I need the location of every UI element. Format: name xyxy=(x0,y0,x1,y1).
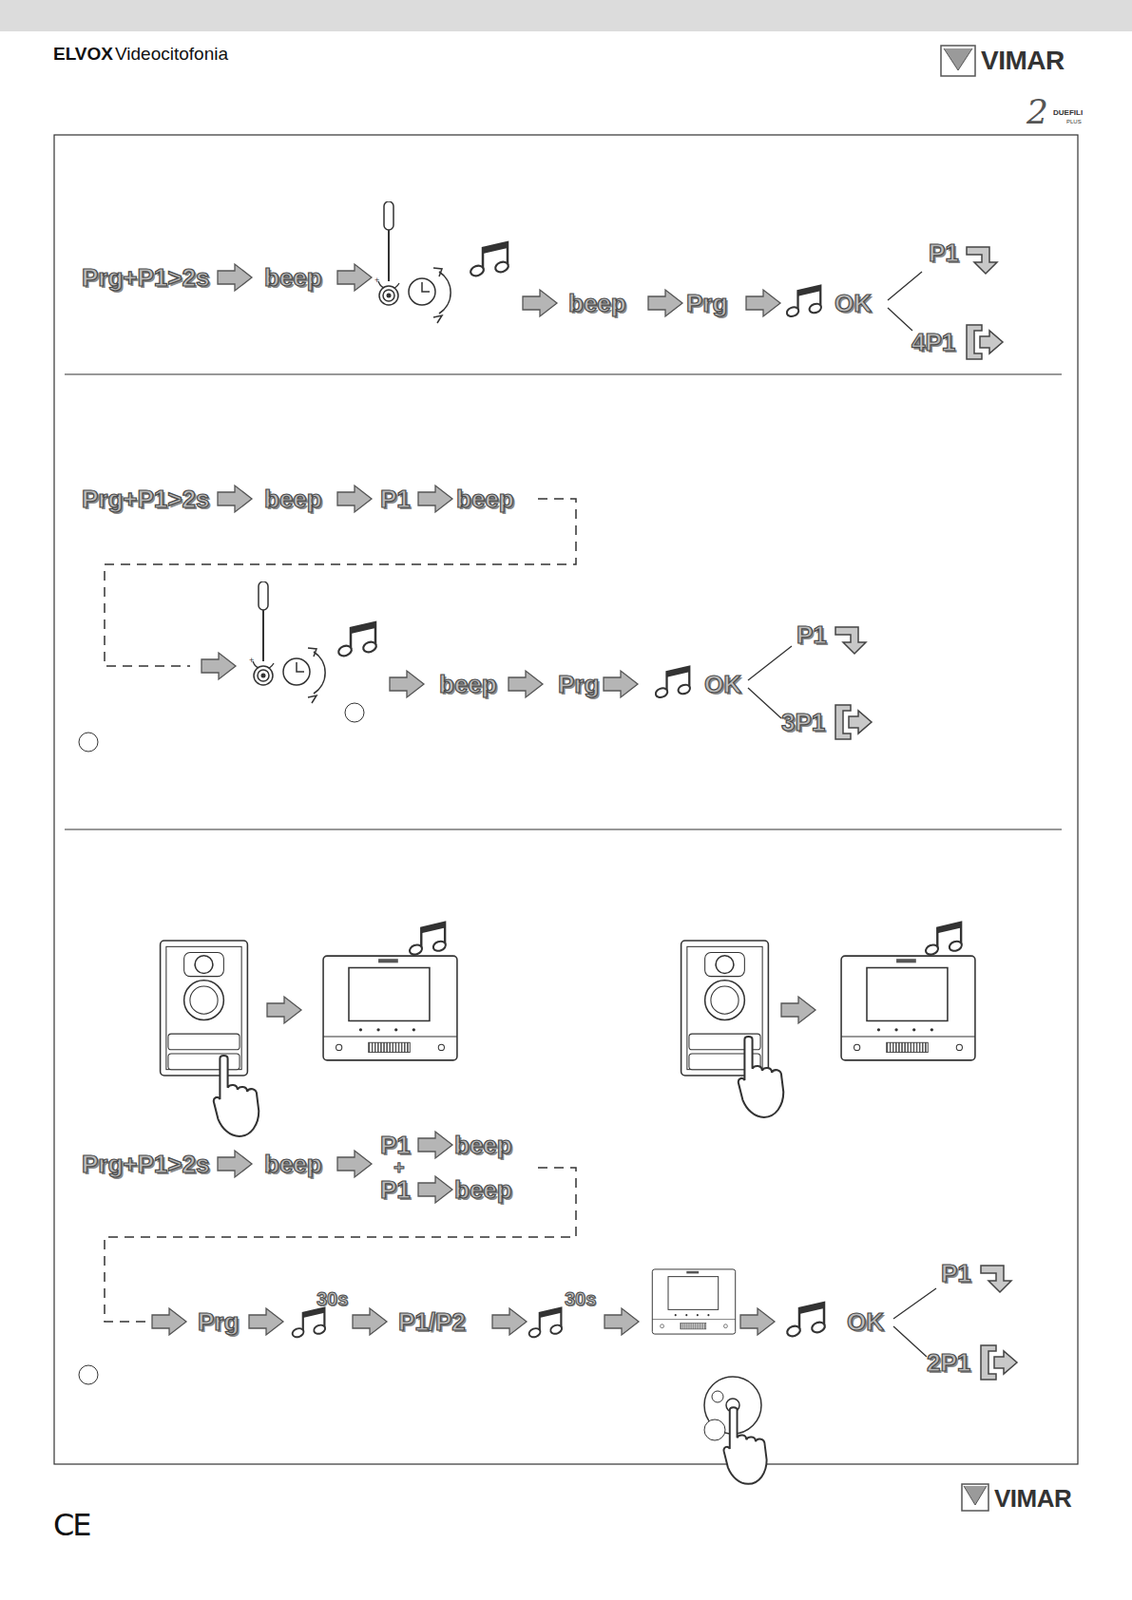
step: beep xyxy=(264,1151,323,1179)
step: OK xyxy=(834,289,872,318)
step: P1 xyxy=(940,1260,972,1288)
step: OK xyxy=(704,671,742,699)
step: P1 xyxy=(380,485,411,514)
block-arrow xyxy=(418,485,453,513)
step: beep xyxy=(568,289,627,318)
block-arrow xyxy=(508,671,543,698)
step: P1 xyxy=(380,1132,411,1160)
step: beep xyxy=(456,485,515,514)
block-arrow xyxy=(152,1308,187,1336)
time-label: 30s xyxy=(316,1288,348,1310)
block-arrow xyxy=(217,1151,252,1178)
step: Prg xyxy=(686,289,728,318)
step: P1 xyxy=(380,1176,411,1205)
step: Prg+P1>2s xyxy=(81,264,210,292)
step: P1 xyxy=(928,239,960,268)
step: beep xyxy=(264,485,323,514)
block-arrow xyxy=(217,485,252,513)
logo-text: DUEFILI xyxy=(1053,109,1083,118)
step: 2P1 xyxy=(926,1349,971,1378)
logo-text: VIMAR xyxy=(994,1485,1072,1514)
step: Prg+P1>2s xyxy=(81,485,210,514)
time-label: 30s xyxy=(564,1288,596,1310)
brand-name: ELVOX xyxy=(53,44,114,65)
block-arrow xyxy=(781,997,816,1024)
block-arrow xyxy=(337,1151,372,1178)
block-arrow xyxy=(337,264,372,291)
logo-mark: 2 xyxy=(1026,93,1049,132)
ce-mark: CE xyxy=(53,1509,91,1543)
step: Prg xyxy=(197,1308,239,1337)
block-arrow xyxy=(337,485,372,513)
step: beep xyxy=(439,671,498,699)
step: + xyxy=(393,1157,405,1179)
block-arrow xyxy=(522,289,557,317)
step: P1 xyxy=(796,621,827,650)
block-arrow xyxy=(201,652,236,680)
block-arrow xyxy=(418,1132,453,1159)
step: Prg xyxy=(557,671,599,699)
step: 3P1 xyxy=(781,709,826,737)
block-arrow xyxy=(389,671,424,698)
block-arrow xyxy=(267,997,302,1024)
step: beep xyxy=(454,1176,513,1205)
block-arrow xyxy=(648,289,683,317)
block-arrow xyxy=(740,1308,775,1336)
header-text: Videocitofonia xyxy=(115,44,229,65)
block-arrow xyxy=(418,1176,453,1204)
block-arrow xyxy=(217,264,252,291)
step: P1/P2 xyxy=(398,1308,466,1337)
step: OK xyxy=(846,1308,884,1337)
block-arrow xyxy=(603,671,638,698)
block-arrow xyxy=(249,1308,284,1336)
step: Prg+P1>2s xyxy=(81,1151,210,1179)
block-arrow xyxy=(746,289,781,317)
logo-text: PLUS xyxy=(1066,118,1082,126)
block-arrow xyxy=(492,1308,527,1336)
logo-text: VIMAR xyxy=(980,46,1065,77)
step: beep xyxy=(454,1132,513,1160)
block-arrow xyxy=(604,1308,639,1336)
block-arrow xyxy=(352,1308,387,1336)
step: 4P1 xyxy=(911,328,956,357)
step: beep xyxy=(264,264,323,292)
